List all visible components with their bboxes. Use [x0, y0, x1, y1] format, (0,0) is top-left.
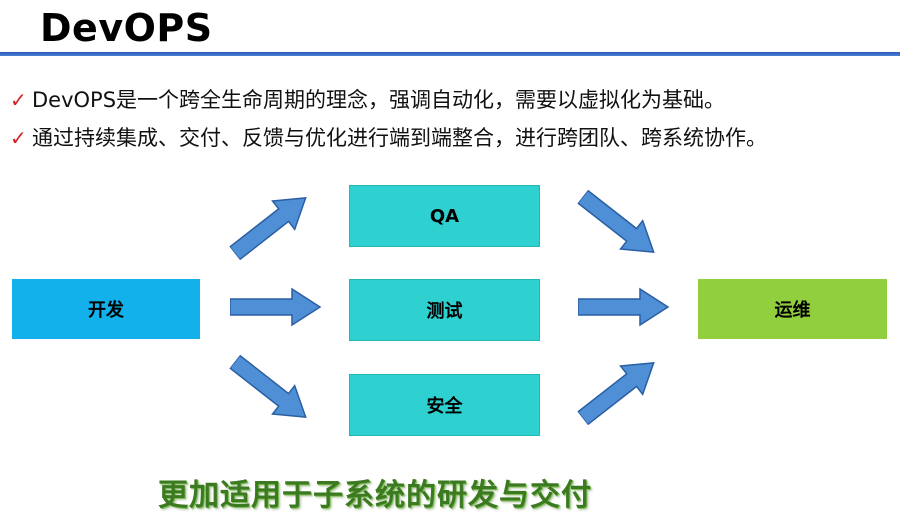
- slide-title: DevOPS: [40, 6, 213, 50]
- slogan-text: 更加适用于子系统的研发与交付: [158, 478, 592, 513]
- arrow-right-icon: [222, 346, 319, 434]
- ops-box: 运维: [698, 279, 887, 339]
- security-box: 安全: [349, 374, 540, 436]
- qa-label: QA: [429, 205, 460, 227]
- arrow-right-icon: [570, 181, 667, 269]
- arrow-right-icon: [570, 346, 667, 434]
- checkmark-icon: ✓: [10, 126, 27, 150]
- security-label: 安全: [426, 396, 463, 417]
- arrow-right-icon: [230, 287, 322, 327]
- bullet-item: ✓DevOPS是一个跨全生命周期的理念，强调自动化，需要以虚拟化为基础。: [10, 84, 767, 122]
- bullet-text: DevOPS是一个跨全生命周期的理念，强调自动化，需要以虚拟化为基础。: [32, 88, 726, 112]
- bullet-text: 通过持续集成、交付、反馈与优化进行端到端整合，进行跨团队、跨系统协作。: [32, 126, 767, 150]
- arrow-right-icon: [222, 181, 319, 269]
- test-box: 测试: [349, 279, 540, 341]
- test-label: 测试: [426, 301, 463, 322]
- qa-box: QA: [349, 185, 540, 247]
- bullet-list: ✓DevOPS是一个跨全生命周期的理念，强调自动化，需要以虚拟化为基础。 ✓通过…: [10, 84, 767, 160]
- arrow-right-icon: [578, 287, 670, 327]
- dev-label: 开发: [88, 300, 124, 321]
- checkmark-icon: ✓: [10, 88, 27, 112]
- dev-box: 开发: [12, 279, 200, 339]
- title-divider: [0, 52, 900, 56]
- bullet-item: ✓通过持续集成、交付、反馈与优化进行端到端整合，进行跨团队、跨系统协作。: [10, 122, 767, 160]
- ops-label: 运维: [774, 300, 811, 321]
